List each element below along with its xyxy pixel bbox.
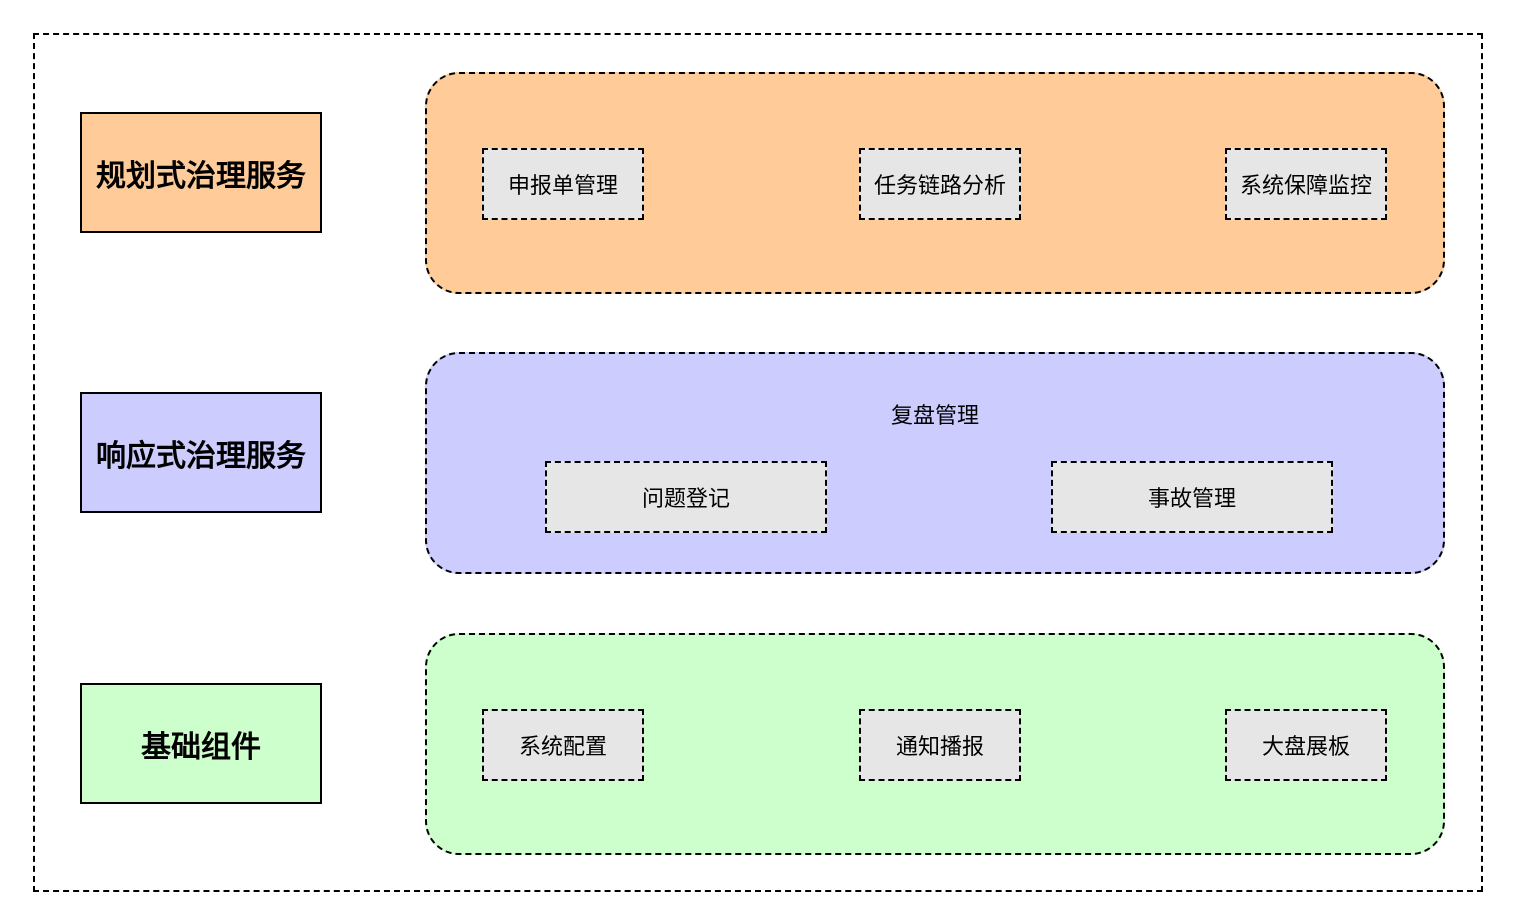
- layer-label-base: 基础组件: [80, 683, 322, 804]
- module-declaration-management: 申报单管理: [482, 148, 644, 220]
- diagram-frame: [33, 33, 1483, 892]
- layer-label-planning: 规划式治理服务: [80, 112, 322, 233]
- module-task-link-analysis: 任务链路分析: [859, 148, 1021, 220]
- group-response: 复盘管理 问题登记 事故管理: [425, 352, 1445, 574]
- group-title-review-management: 复盘管理: [890, 404, 979, 429]
- layer-label-response: 响应式治理服务: [80, 392, 322, 513]
- group-base: 系统配置 通知播报 大盘展板: [425, 633, 1445, 855]
- module-issue-registration: 问题登记: [545, 461, 827, 533]
- module-system-config: 系统配置: [482, 709, 644, 781]
- module-dashboard-board: 大盘展板: [1225, 709, 1387, 781]
- group-planning: 申报单管理 任务链路分析 系统保障监控: [425, 72, 1445, 294]
- module-notification-broadcast: 通知播报: [859, 709, 1021, 781]
- module-system-guarantee-monitoring: 系统保障监控: [1225, 148, 1387, 220]
- module-incident-management: 事故管理: [1051, 461, 1333, 533]
